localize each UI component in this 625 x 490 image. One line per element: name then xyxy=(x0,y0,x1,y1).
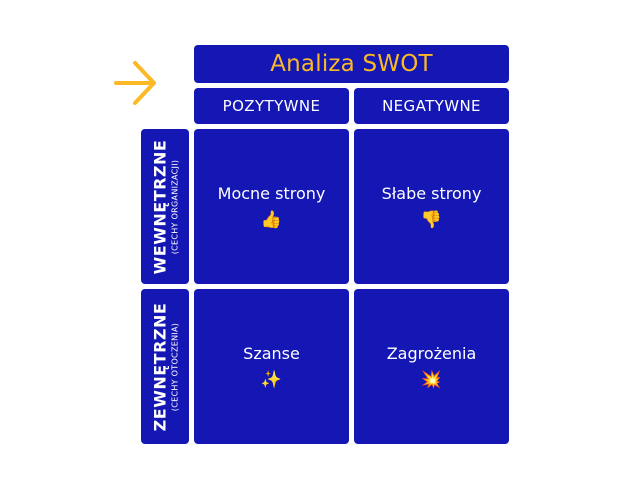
thumbs-down-icon: 👎 xyxy=(420,209,443,230)
row-header-external: ZEWNĘTRZNE (CECHY OTOCZENIA) xyxy=(141,289,189,444)
cell-label: Zagrożenia xyxy=(386,343,477,363)
column-header-positive: POZYTYWNE xyxy=(194,88,349,124)
collision-icon: 💥 xyxy=(420,369,443,390)
row-header-internal: WEWNĘTRZNE (CECHY ORGANIZACJI) xyxy=(141,129,189,284)
thumbs-up-icon: 👍 xyxy=(260,209,283,230)
swot-title: Analiza SWOT xyxy=(194,45,509,83)
column-header-negative: NEGATYWNE xyxy=(354,88,509,124)
column-header-label: POZYTYWNE xyxy=(222,97,321,115)
column-header-label: NEGATYWNE xyxy=(382,97,481,115)
title-text: Analiza SWOT xyxy=(270,51,433,77)
cell-label: Słabe strony xyxy=(381,183,482,203)
cell-opportunities: Szanse ✨ xyxy=(194,289,349,444)
cell-threats: Zagrożenia 💥 xyxy=(354,289,509,444)
cell-weaknesses: Słabe strony 👎 xyxy=(354,129,509,284)
cell-strengths: Mocne strony 👍 xyxy=(194,129,349,284)
row-header-label: WEWNĘTRZNE xyxy=(150,139,170,274)
row-header-label: ZEWNĘTRZNE xyxy=(150,302,169,431)
arrow-right-icon xyxy=(114,61,156,105)
row-header-sublabel: (CECHY OTOCZENIA) xyxy=(170,322,179,411)
row-header-sublabel: (CECHY ORGANIZACJI) xyxy=(170,159,180,254)
cell-label: Szanse xyxy=(243,343,300,363)
cell-label: Mocne strony xyxy=(217,183,326,203)
sparkles-icon: ✨ xyxy=(260,369,283,390)
